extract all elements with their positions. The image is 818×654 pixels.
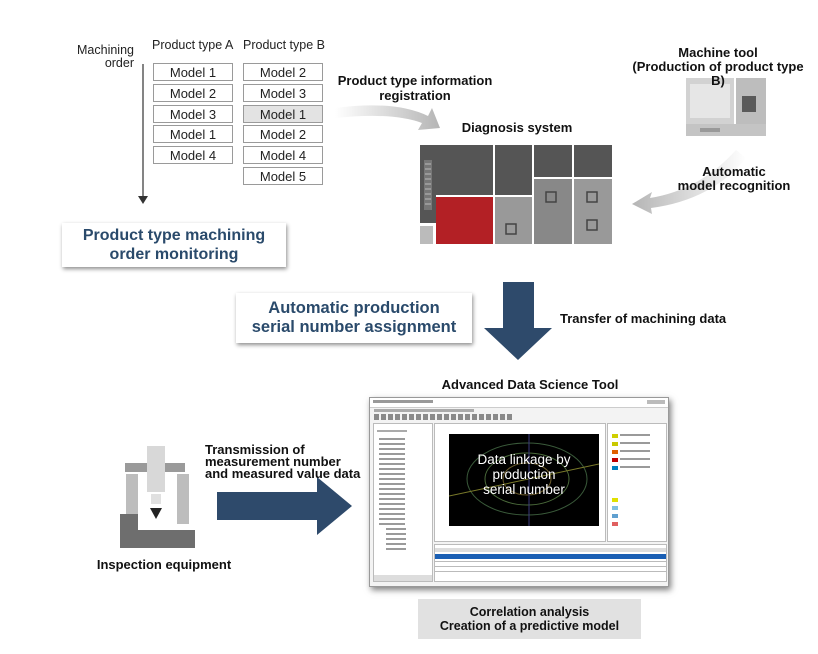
serial-number-box: Automatic production serial number assig… [236, 293, 472, 343]
tree-panel [373, 423, 433, 582]
transmission-arrow [217, 477, 352, 535]
model-recognition-label: Automatic model recognition [677, 164, 791, 193]
product-b-cell: Model 4 [243, 146, 323, 164]
diagnosis-system-label: Diagnosis system [461, 120, 573, 135]
window-title-text [373, 400, 433, 403]
inspection-label: Inspection equipment [96, 557, 232, 572]
scatter-plot: Data linkage by production serial number [449, 434, 599, 526]
product-b-cell: Model 5 [243, 167, 323, 185]
window-title-bar [370, 398, 668, 408]
transfer-arrow [484, 282, 552, 360]
product-a-cell: Model 4 [153, 146, 233, 164]
product-type-b-header: Product type B [243, 38, 325, 52]
inspection-equipment-graphic [120, 446, 195, 548]
product-a-cell: Model 1 [153, 63, 233, 81]
correlation-box: Correlation analysis Creation of a predi… [418, 599, 641, 639]
data-linkage-text: Data linkage by production serial number [477, 452, 571, 497]
adst-window-screenshot: Data linkage by production serial number [369, 397, 669, 587]
product-b-cell: Model 2 [243, 125, 323, 143]
window-controls [647, 400, 665, 404]
scatter-plot-shapes [449, 434, 599, 526]
product-b-cell: Model 2 [243, 63, 323, 81]
registration-label: Product type information registration [337, 73, 493, 103]
registration-arrow [335, 105, 440, 130]
data-table [434, 544, 667, 582]
machining-order-arrow [138, 64, 148, 204]
product-b-cell-highlighted: Model 1 [243, 105, 323, 123]
menu-bar [374, 409, 474, 412]
order-monitoring-box: Product type machining order monitoring [62, 223, 286, 267]
chart-panel: Data linkage by production serial number [434, 423, 606, 542]
machining-order-label: Machining order [77, 43, 134, 70]
model-recognition-arrow [632, 150, 746, 214]
legend-panel [607, 423, 667, 542]
product-type-a-header: Product type A [152, 38, 234, 52]
diagnosis-system-graphic [420, 145, 612, 244]
transfer-label: Transfer of machining data [560, 311, 727, 326]
product-a-cell: Model 3 [153, 105, 233, 123]
machine-tool-label: Machine tool (Production of product type… [632, 45, 804, 88]
product-a-cell: Model 2 [153, 84, 233, 102]
product-a-cell: Model 1 [153, 125, 233, 143]
product-b-cell: Model 3 [243, 84, 323, 102]
transmission-label: Transmission of measurement number and m… [205, 442, 361, 481]
toolbar [374, 414, 514, 420]
machine-tool-graphic [686, 78, 766, 136]
adst-label: Advanced Data Science Tool [441, 377, 619, 392]
